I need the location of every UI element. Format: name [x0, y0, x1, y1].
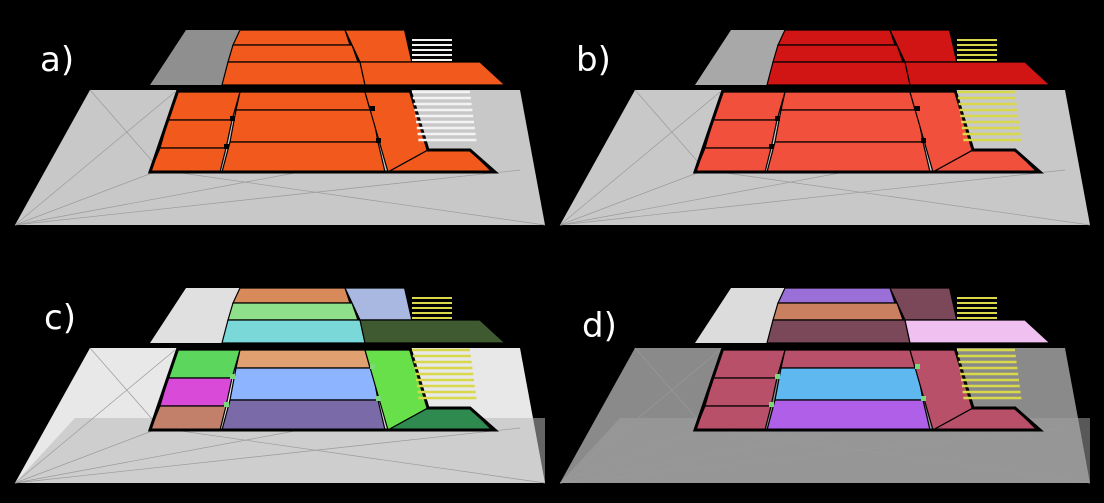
upper-room: [766, 319, 911, 344]
mesh-line: [89, 89, 161, 171]
door-marker: [769, 402, 774, 407]
mesh-line: [559, 169, 706, 226]
door-marker: [915, 106, 920, 111]
panel-b: [559, 27, 1091, 226]
door-marker: [376, 396, 381, 401]
ground-floor-lower-section: [560, 418, 1090, 483]
panel-label-a: a): [40, 40, 75, 80]
upper-room: [227, 302, 359, 321]
upper-room: [766, 61, 911, 86]
mesh-line: [559, 429, 846, 484]
mesh-line: [159, 169, 546, 226]
upper-room: [232, 29, 351, 46]
lower-floor-wall: [147, 88, 499, 174]
mesh-line: [559, 427, 1066, 484]
lower-room: [235, 349, 371, 369]
door-marker: [230, 116, 235, 121]
mesh-line: [704, 169, 1091, 226]
upper-room: [772, 44, 904, 63]
lower-room: [149, 147, 227, 173]
mesh-line: [89, 347, 161, 429]
lower-room: [221, 399, 386, 431]
lower-floor-wall: [692, 88, 1044, 174]
lower-room: [167, 349, 241, 379]
upper-room: [227, 44, 359, 63]
upper-floor-slab: [695, 288, 785, 343]
door-marker: [915, 364, 920, 369]
upper-room: [772, 302, 904, 321]
door-marker: [370, 364, 375, 369]
door-marker: [370, 106, 375, 111]
lower-room: [766, 399, 931, 431]
lower-room: [229, 109, 379, 143]
lower-room: [221, 141, 386, 173]
mesh-line: [559, 169, 1066, 226]
upper-room: [777, 29, 896, 46]
upper-floor-slab: [695, 30, 785, 85]
mesh-line: [14, 429, 301, 484]
mesh-line: [14, 171, 301, 226]
lower-room: [694, 147, 772, 173]
mesh-line: [14, 169, 161, 226]
door-marker: [376, 138, 381, 143]
upper-room: [904, 61, 1052, 86]
lower-room: [704, 119, 778, 149]
lower-room: [780, 91, 916, 111]
panel-label-d: d): [582, 306, 617, 346]
lower-room: [774, 367, 924, 401]
upper-room: [777, 287, 896, 304]
lower-room: [766, 141, 931, 173]
mesh-line: [14, 349, 176, 484]
upper-room: [904, 319, 1052, 344]
upper-room: [232, 287, 351, 304]
upper-floor-slab: [150, 288, 240, 343]
upper-room: [221, 319, 366, 344]
lower-room: [712, 91, 786, 121]
mesh-line: [559, 349, 721, 484]
door-marker: [769, 144, 774, 149]
lower-floor-wall: [147, 346, 499, 432]
mesh-line: [559, 91, 721, 226]
mesh-line: [14, 169, 521, 226]
lower-room: [159, 119, 233, 149]
door-marker: [224, 144, 229, 149]
ground-floor-lower-section: [15, 418, 545, 483]
lower-room: [712, 349, 786, 379]
door-marker: [230, 374, 235, 379]
lower-room: [149, 405, 227, 431]
lower-room: [229, 367, 379, 401]
door-marker: [921, 138, 926, 143]
mesh-line: [634, 89, 706, 171]
lower-floor-wall: [692, 346, 1044, 432]
lower-room: [694, 405, 772, 431]
mesh-line: [14, 91, 176, 226]
lower-room: [235, 91, 371, 111]
lower-room: [774, 109, 924, 143]
door-marker: [224, 402, 229, 407]
door-marker: [775, 116, 780, 121]
mesh-line: [14, 427, 161, 484]
upper-room: [359, 61, 507, 86]
panel-label-b: b): [576, 40, 611, 80]
door-marker: [921, 396, 926, 401]
mesh-line: [704, 427, 1091, 484]
lower-room: [159, 377, 233, 407]
lower-room: [780, 349, 916, 369]
mesh-line: [559, 171, 846, 226]
panel-d: [559, 285, 1091, 484]
panel-a: [14, 27, 546, 226]
lower-room: [167, 91, 241, 121]
mesh-line: [634, 347, 706, 429]
upper-floor-slab: [150, 30, 240, 85]
mesh-line: [14, 427, 521, 484]
upper-room: [359, 319, 507, 344]
lower-room: [704, 377, 778, 407]
panel-label-c: c): [44, 298, 76, 338]
mesh-line: [559, 427, 706, 484]
upper-room: [221, 61, 366, 86]
mesh-line: [159, 427, 546, 484]
panel-c: [14, 285, 546, 484]
door-marker: [775, 374, 780, 379]
